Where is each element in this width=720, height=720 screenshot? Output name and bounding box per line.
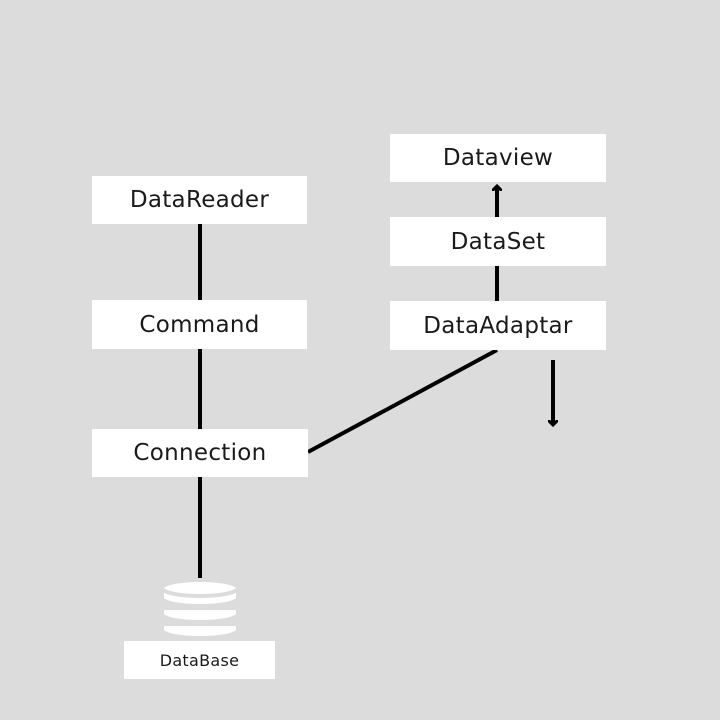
datareader-node: DataReader	[92, 176, 307, 224]
dataadaptar-label: DataAdaptar	[423, 312, 573, 339]
connection-label: Connection	[133, 440, 267, 466]
database-node: DataBase	[124, 641, 275, 679]
dataadaptar-node: DataAdaptar	[390, 301, 606, 350]
dataview-label: Dataview	[442, 145, 554, 171]
dataset-node: DataSet	[390, 217, 606, 266]
command-node: Command	[92, 300, 307, 349]
connection-dataadaptar-line	[307, 348, 498, 454]
database-cylinder-icon	[160, 578, 240, 640]
datareader-label: DataReader	[129, 187, 270, 213]
connection-node: Connection	[92, 429, 308, 477]
command-label: Command	[139, 311, 260, 338]
dataset-label: DataSet	[450, 228, 546, 255]
dataview-node: Dataview	[390, 134, 606, 182]
database-label: DataBase	[159, 650, 240, 670]
